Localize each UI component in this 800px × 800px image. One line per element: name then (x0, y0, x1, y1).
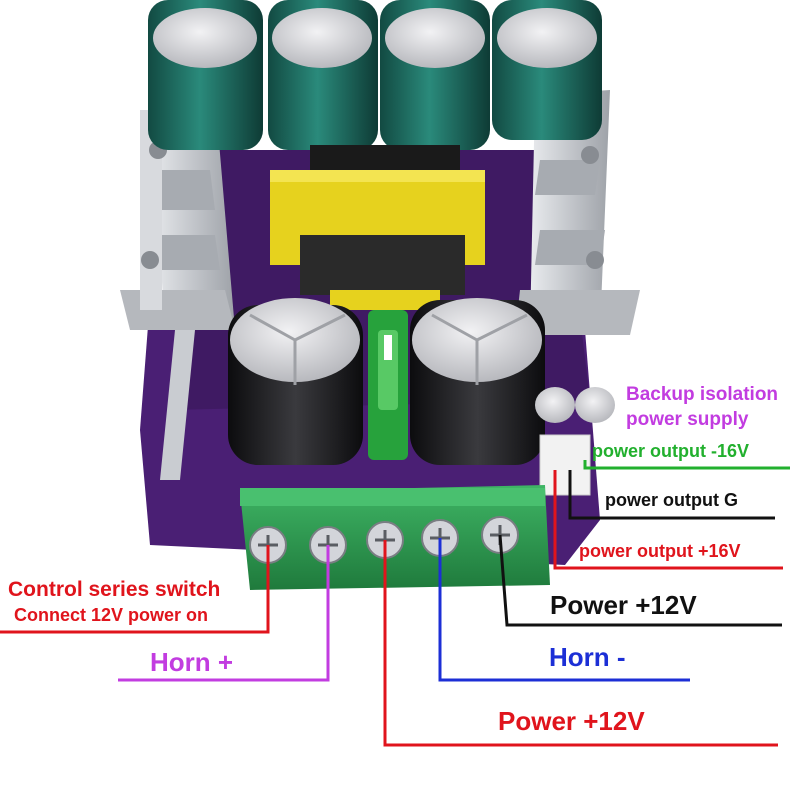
screw-terminal-block (240, 485, 550, 590)
label-backup-line1: Backup isolation (626, 384, 779, 405)
callout-lines (0, 460, 790, 747)
fuse (368, 310, 408, 460)
backup-supply-components (535, 387, 615, 496)
label-control-line1: Control series switch (8, 578, 221, 601)
callout-line-control (0, 545, 270, 634)
label-control-line2: Connect 12V power on (14, 605, 209, 625)
callout-line-pos16 (553, 470, 783, 570)
label-power-output-g: power output G (605, 490, 738, 510)
callout-line-power-right (498, 534, 782, 627)
transformer (270, 145, 485, 310)
callout-line-horn-plus (118, 545, 330, 682)
callout-line-horn-minus (438, 538, 690, 682)
callout-line-g (568, 470, 775, 520)
label-horn-minus: Horn - (549, 642, 626, 672)
label-power-12v-right: Power +12V (550, 590, 697, 620)
right-heatsink (515, 90, 640, 335)
filter-capacitors-black (228, 298, 545, 465)
filter-capacitors-top (148, 0, 602, 150)
label-backup-line2: power supply (626, 409, 749, 430)
label-power-12v-bottom: Power +12V (498, 706, 645, 736)
label-horn-plus: Horn + (150, 647, 234, 677)
callout-line-neg16 (583, 460, 790, 470)
label-power-output-neg16: power output -16V (592, 441, 749, 461)
callout-line-power-bottom (383, 540, 778, 747)
label-power-output-pos16: power output +16V (579, 541, 741, 561)
